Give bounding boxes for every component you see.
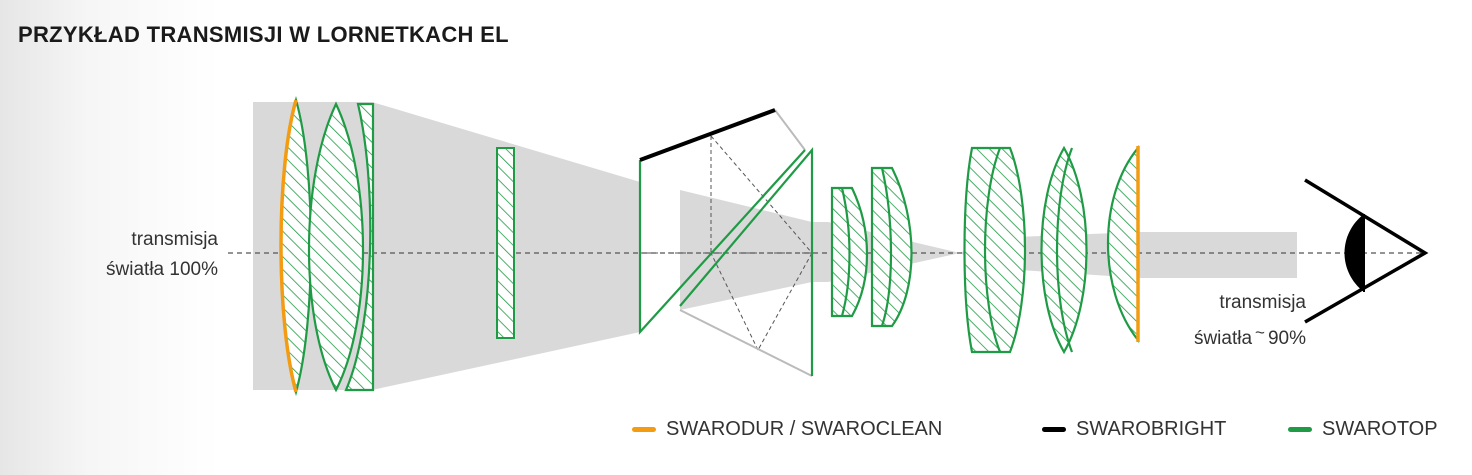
legend-swatch-orange <box>632 427 656 432</box>
legend-swatch-green <box>1288 427 1312 432</box>
legend-label: SWAROBRIGHT <box>1076 418 1227 440</box>
legend-label: SWARODUR / SWAROCLEAN <box>666 418 943 440</box>
legend-item-swarodur: SWARODUR / SWAROCLEAN <box>632 418 942 441</box>
output-label-line1: transmisja <box>1219 292 1306 313</box>
swarodur-front-coating <box>279 99 298 393</box>
output-label-prefix: światła <box>1193 328 1253 349</box>
objective-lens-group <box>279 95 375 397</box>
eyepiece-eye-lens <box>1107 144 1140 344</box>
legend-item-swarobright: SWAROBRIGHT <box>1042 418 1226 441</box>
field-lens-group <box>830 166 913 328</box>
prism-system <box>638 108 814 377</box>
diagram-title: PRZYKŁAD TRANSMISJI W LORNETKACH EL <box>18 22 509 47</box>
eye-icon <box>1304 178 1429 324</box>
output-label-tilde: ~ <box>1255 323 1265 342</box>
eyepiece-lens-2-inner <box>1055 147 1074 353</box>
legend-label: SWAROTOP <box>1322 418 1438 440</box>
input-label-line2: światła 100% <box>106 259 218 280</box>
objective-doublet-lens <box>307 101 365 393</box>
objective-rear-lens <box>344 102 375 392</box>
output-label-value: 90% <box>1267 328 1306 349</box>
legend-swatch-black <box>1042 427 1066 432</box>
beam-prism <box>680 190 812 310</box>
light-beam <box>253 102 1297 390</box>
legend-item-swarotop: SWAROTOP <box>1288 418 1438 441</box>
focusing-lens <box>496 147 515 339</box>
eyepiece-lens-2 <box>1040 145 1088 355</box>
eyepiece-lens-1-inner <box>983 147 1002 353</box>
field-lens-2 <box>840 187 851 317</box>
eyepiece-lens-1 <box>963 146 1027 354</box>
output-label-line2: światła~90% <box>1150 318 1306 354</box>
input-label-line1: transmisja <box>131 229 218 250</box>
output-transmission-label: transmisja światła~90% <box>1150 288 1306 354</box>
eyepiece-lens-group <box>963 144 1140 355</box>
swarobright-mirror-coating <box>639 108 776 162</box>
input-transmission-label: transmisja światła 100% <box>60 225 218 285</box>
field-lens-4 <box>880 167 893 327</box>
